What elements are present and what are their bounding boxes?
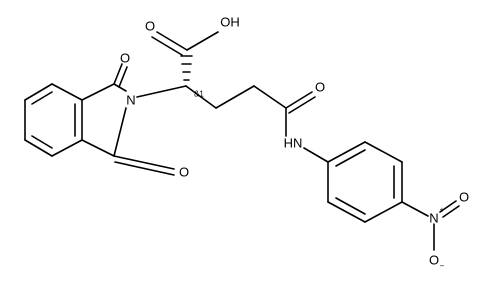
- bond: [113, 107, 127, 157]
- imide-n-label: N: [126, 93, 135, 108]
- bond: [151, 36, 183, 56]
- bond: [118, 66, 128, 88]
- imide-o-bottom-label: O: [179, 165, 189, 180]
- imide-o-top-label: O: [120, 51, 130, 66]
- bond: [31, 135, 53, 149]
- stereo-hash-bond: [180, 55, 193, 81]
- bond: [401, 201, 429, 217]
- bond: [156, 31, 188, 51]
- bond: [327, 201, 366, 223]
- main-chain: [136, 31, 329, 163]
- benzene-ring-left: [24, 83, 83, 157]
- imide-ring: [81, 63, 175, 176]
- bond: [81, 83, 115, 101]
- nitro-o-charge: −: [440, 262, 445, 271]
- bond: [253, 85, 287, 109]
- bond: [31, 91, 53, 105]
- bond: [81, 139, 115, 157]
- bond: [185, 85, 217, 109]
- bond: [113, 155, 175, 170]
- bond: [215, 85, 255, 109]
- bond: [335, 197, 366, 215]
- bond: [136, 85, 187, 98]
- stereo-label: &1: [194, 90, 204, 99]
- bond: [24, 139, 53, 157]
- bond: [364, 201, 403, 223]
- bond: [335, 149, 366, 167]
- nitro-n-label: N: [429, 211, 438, 226]
- nitro-o-bottom-label: O: [429, 253, 439, 268]
- bond: [113, 83, 127, 92]
- bond: [186, 31, 219, 51]
- bond: [51, 139, 83, 157]
- amide-nh-label: HN: [284, 136, 303, 151]
- bond: [439, 200, 457, 213]
- bond: [364, 141, 403, 163]
- bond: [51, 83, 83, 101]
- bond: [24, 83, 53, 101]
- bond: [288, 96, 316, 114]
- bond: [303, 147, 329, 163]
- bond: [442, 205, 460, 218]
- atom-labels: OH O O N O &1 O HN N + O O −: [120, 15, 469, 271]
- bond: [114, 161, 175, 176]
- bond: [327, 141, 366, 163]
- nitro-n-charge: +: [440, 206, 445, 215]
- bond: [285, 91, 313, 109]
- amide-o-label: O: [315, 80, 325, 95]
- carboxyl-oh-label: OH: [220, 15, 240, 30]
- nitro-group: [433, 200, 460, 251]
- nitro-o-top-label: O: [459, 190, 469, 205]
- benzene-ring-right: [327, 141, 429, 223]
- carboxyl-o-label: O: [145, 19, 155, 34]
- bond: [113, 63, 123, 85]
